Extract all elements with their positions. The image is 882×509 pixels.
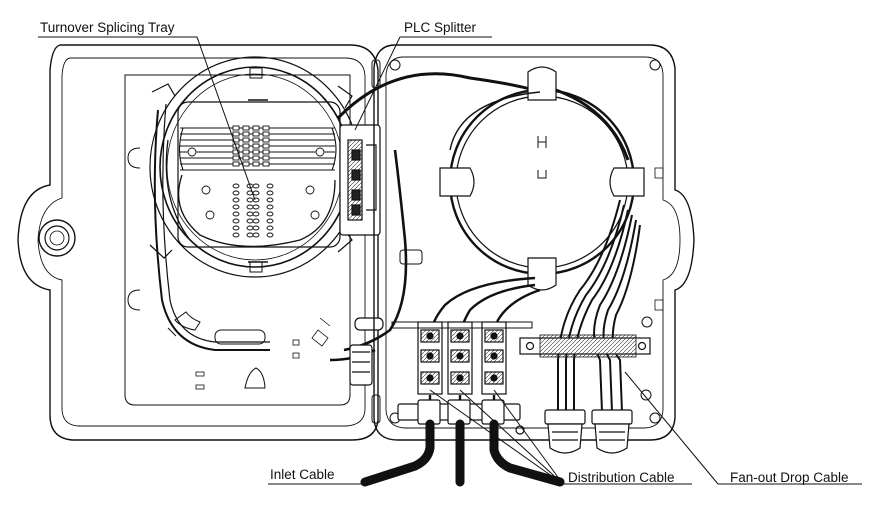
splice-sleeve [252, 155, 260, 161]
grounding-bar [519, 316, 653, 401]
splice-sleeve [232, 155, 240, 161]
splice-holder-slot [266, 190, 274, 196]
splice-sleeve [262, 131, 270, 137]
splice-sleeve [252, 143, 260, 149]
splice-holder-slot [246, 197, 254, 203]
splice-holder-slot [246, 211, 254, 217]
label-plc-splitter: PLC Splitter [404, 20, 476, 36]
splice-holder-slot [246, 218, 254, 224]
splice-holder-slot [252, 183, 260, 189]
tray-clip [187, 147, 197, 157]
terminal-block [481, 321, 507, 395]
cable-glands [544, 409, 633, 454]
label-inlet-cable: Inlet Cable [270, 467, 335, 483]
label-turnover-splicing-tray: Turnover Splicing Tray [40, 20, 175, 36]
splice-sleeve [262, 149, 270, 155]
splice-sleeve [242, 161, 250, 167]
splice-sleeve [232, 161, 240, 167]
splice-sleeve [252, 125, 260, 131]
splice-sleeve [262, 143, 270, 149]
splice-holder-slot [232, 218, 240, 224]
label-fanout-drop-cable-text: Fan-out Drop Cable [730, 470, 849, 485]
splice-sleeve [242, 125, 250, 131]
terminal-blocks [391, 321, 533, 395]
splice-holder-slot [266, 211, 274, 217]
splice-holder-slot [252, 225, 260, 231]
lid-cable-route [153, 103, 270, 351]
splice-holder-slot [252, 232, 260, 238]
splice-holder-slot [266, 197, 274, 203]
splice-sleeve [262, 137, 270, 143]
splice-sleeve [242, 143, 250, 149]
plc-splitter-module [339, 124, 384, 386]
tray-clip [315, 147, 325, 157]
splice-holder-slot [252, 211, 260, 217]
splice-sleeve [232, 149, 240, 155]
label-fanout-drop-cable: Fan-out Drop Cable [730, 470, 849, 486]
splice-holder-slot [246, 204, 254, 210]
tray-clip [310, 210, 320, 220]
splice-holder-slot [232, 211, 240, 217]
leader-lines [38, 36, 862, 485]
splice-sleeve [242, 155, 250, 161]
tray-clip [305, 185, 315, 195]
label-plc-splitter-text: PLC Splitter [404, 20, 477, 35]
splice-holder-slot [232, 225, 240, 231]
label-inlet-cable-text: Inlet Cable [270, 467, 335, 482]
label-distribution-cable: Distribution Cable [568, 470, 675, 486]
splice-holder-slot [252, 190, 260, 196]
splice-holder-slot [266, 204, 274, 210]
splice-sleeve [232, 131, 240, 137]
splice-holder-slot [232, 232, 240, 238]
splice-sleeve [252, 161, 260, 167]
splice-sleeve [252, 131, 260, 137]
splice-holder-slot [232, 183, 240, 189]
splice-sleeve [262, 155, 270, 161]
splice-sleeve [262, 125, 270, 131]
splice-sleeve [262, 161, 270, 167]
splice-holder-slot [266, 232, 274, 238]
bottom-entry-plate [397, 399, 525, 435]
tray-clip [205, 210, 215, 220]
turnover-splicing-tray [149, 56, 361, 337]
cable-storage-ring [439, 66, 645, 291]
left-door-lid [17, 44, 381, 441]
splice-holder-slot [232, 204, 240, 210]
splice-holder-slot [266, 218, 274, 224]
splice-sleeve [232, 125, 240, 131]
splice-holder-slot [246, 225, 254, 231]
splice-holder-slot [232, 190, 240, 196]
tray-clip [201, 185, 211, 195]
splice-sleeve [252, 137, 260, 143]
splice-holder-slot [266, 225, 274, 231]
splice-sleeve [232, 137, 240, 143]
terminal-block [447, 321, 473, 395]
label-turnover-splicing-tray-text: Turnover Splicing Tray [40, 20, 175, 35]
right-enclosure-body [373, 44, 695, 441]
splice-holder-slot [266, 183, 274, 189]
splice-sleeve [252, 149, 260, 155]
terminal-block [417, 321, 443, 395]
splice-sleeve [242, 137, 250, 143]
splice-sleeve [242, 131, 250, 137]
external-cables [360, 419, 565, 487]
splice-holder-slot [252, 197, 260, 203]
splice-holder-slot [252, 204, 260, 210]
splice-holder-slot [246, 232, 254, 238]
splice-holder-slot [252, 218, 260, 224]
splice-holder-slot [232, 197, 240, 203]
fanout-cables [557, 199, 641, 413]
label-distribution-cable-text: Distribution Cable [568, 470, 675, 485]
splice-holder-rows [187, 125, 325, 238]
splice-sleeve [242, 149, 250, 155]
